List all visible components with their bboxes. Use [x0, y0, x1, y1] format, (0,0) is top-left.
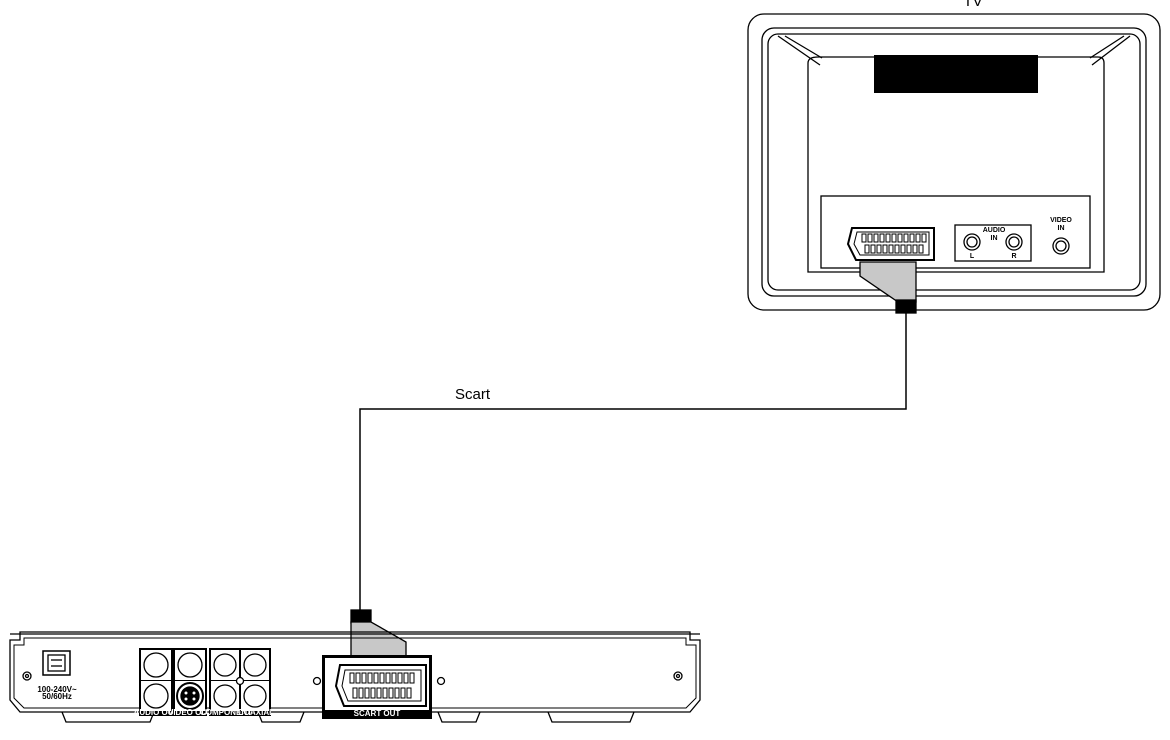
power-label-2: 50/60Hz: [42, 692, 72, 701]
player-scart-socket[interactable]: [334, 664, 427, 707]
audio-out-jack-bottom[interactable]: [143, 683, 169, 709]
tv-audio-in-box: [954, 224, 1032, 262]
tv-inner-frame-2: [767, 33, 1141, 291]
player-rear-panel: [9, 631, 701, 713]
screw-icon: [312, 676, 322, 686]
tv-audio-left-label: L: [970, 253, 975, 260]
screw-icon: [673, 671, 683, 681]
tv-bevel-line: [1091, 35, 1131, 66]
screw-icon: [436, 676, 446, 686]
screw-icon: [22, 671, 32, 681]
player-scart-plug: [350, 609, 407, 661]
s-video-jack[interactable]: [176, 682, 204, 710]
video-out-jack[interactable]: [177, 652, 203, 678]
component-jack-pb[interactable]: [213, 684, 237, 708]
player-foot: [61, 711, 155, 723]
audio-out-jack-top[interactable]: [143, 652, 169, 678]
tv-audio-right-label: R: [1011, 253, 1016, 260]
coaxial-label: COAXIAL: [238, 708, 274, 717]
tv-scart-socket[interactable]: [846, 227, 935, 261]
cable-label: Scart: [455, 386, 491, 403]
audio-out-label: AUDIO OUT: [134, 708, 179, 717]
tv-bevel-line: [777, 35, 821, 66]
tv-connector-panel: [820, 195, 1091, 269]
scart-cable: [359, 313, 907, 612]
tv-bevel-line: [784, 35, 823, 59]
component-label: COMPONENT: [200, 708, 252, 717]
tv-video-in-jack[interactable]: [1052, 237, 1070, 255]
player-foot: [547, 711, 635, 723]
tv-scart-plug: [859, 261, 917, 314]
tv-bevel-line: [1089, 35, 1125, 59]
tv-screen-bar: [874, 55, 1038, 93]
component-jack-y[interactable]: [213, 653, 237, 677]
tv-audio-in-right-jack[interactable]: [1005, 233, 1023, 251]
tv-video-in-label: VIDEO: [1050, 217, 1072, 224]
screw-icon: [235, 676, 245, 686]
tv-inner-frame: [761, 27, 1147, 297]
tv-video-in-label-2: IN: [1058, 225, 1065, 232]
coaxial-jack[interactable]: [243, 684, 267, 708]
component-jack-pr[interactable]: [243, 653, 267, 677]
player-foot: [257, 711, 305, 723]
tv-back-housing: [807, 56, 1105, 273]
dvd-player: 100-240V~ 50/60Hz AUDIO OUT VIDEO OUT: [9, 631, 701, 723]
player-foot: [437, 711, 481, 723]
tv: TV: [747, 0, 1161, 311]
tv-audio-in-left-jack[interactable]: [963, 233, 981, 251]
tv-title: TV: [963, 0, 982, 10]
tv-outer-frame: [747, 13, 1161, 311]
tv-audio-in-label-2: IN: [991, 235, 998, 242]
tv-audio-in-label: AUDIO: [983, 227, 1006, 234]
scart-out-label: SCART OUT: [354, 709, 401, 718]
power-label: 100-240V~: [37, 685, 77, 694]
power-socket[interactable]: [42, 650, 71, 676]
video-out-label: VIDEO OUT: [168, 708, 212, 717]
